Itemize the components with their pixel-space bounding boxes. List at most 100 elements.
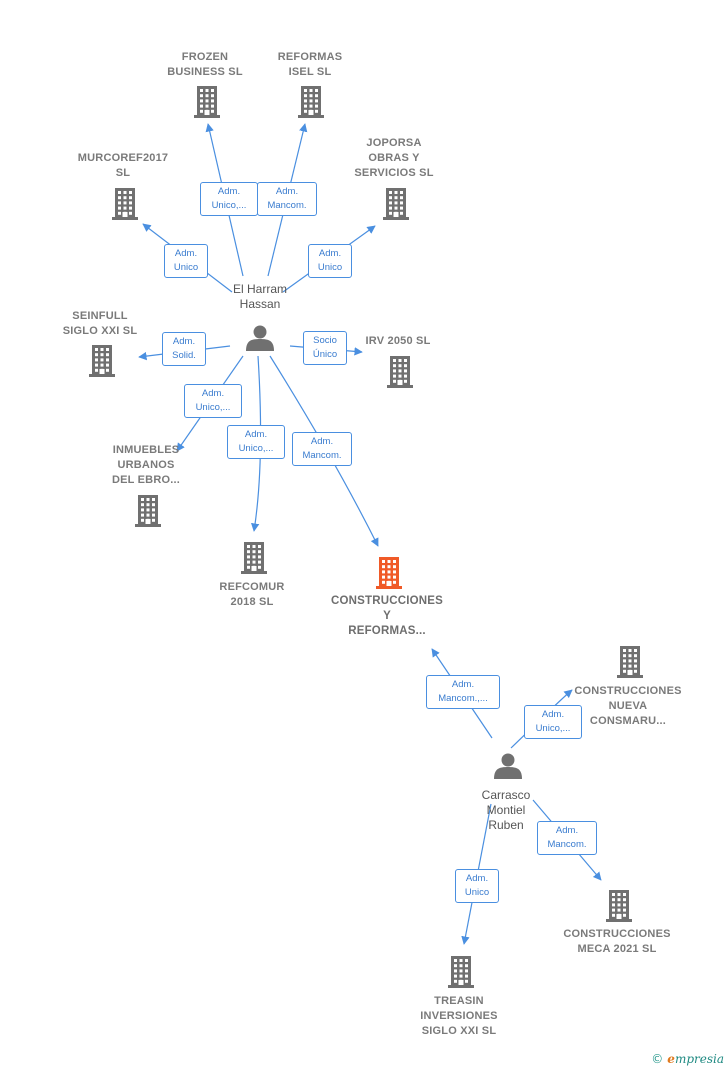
building-icon-c_inmuebles[interactable] bbox=[135, 495, 161, 527]
building-icon-c_construcciones_reformas[interactable] bbox=[376, 557, 402, 589]
edge-label-e1[interactable]: Adm. Unico,... bbox=[200, 182, 258, 216]
node-label-line: BUSINESS SL bbox=[167, 66, 243, 78]
edge-label-line: Adm. bbox=[555, 825, 579, 836]
edge-label-line: Solid. bbox=[172, 350, 196, 361]
edge-label-e13[interactable]: Adm. Unico bbox=[455, 869, 499, 903]
edge-label-e3[interactable]: Adm. Unico bbox=[164, 244, 208, 278]
node-label-line: Hassan bbox=[239, 297, 281, 311]
node-label-c_irv[interactable]: IRV 2050 SL bbox=[366, 334, 431, 349]
person-icon-p2[interactable] bbox=[494, 753, 522, 780]
edge-label-line: Adm. bbox=[541, 709, 565, 720]
node-label-c_refcomur[interactable]: REFCOMUR 2018 SL bbox=[219, 580, 284, 610]
edge-label-e11[interactable]: Adm. Unico,... bbox=[524, 705, 582, 739]
building-icon-c_joporsa[interactable] bbox=[383, 188, 409, 220]
edge-label-line: Adm. bbox=[174, 248, 198, 259]
edge-label-line: Adm. bbox=[451, 679, 475, 690]
edge-label-line: Unico bbox=[173, 262, 199, 273]
node-label-line: INMUEBLES bbox=[112, 444, 180, 456]
edge-label-e12[interactable]: Adm. Mancom. bbox=[537, 821, 597, 855]
building-icon-c_meca[interactable] bbox=[606, 890, 632, 922]
edge-label-e9[interactable]: Adm. Mancom. bbox=[292, 432, 352, 466]
building-icon-c_frozen[interactable] bbox=[194, 86, 220, 118]
node-label-line: FROZEN bbox=[181, 51, 229, 63]
building-icon-c_treasin[interactable] bbox=[448, 956, 474, 988]
edge-label-line: Unico bbox=[317, 262, 343, 273]
node-label-line: SEINFULL bbox=[72, 310, 128, 322]
node-label-line: MECA 2021 SL bbox=[577, 943, 657, 955]
edge-label-e7[interactable]: Adm.Unico,... bbox=[184, 384, 242, 418]
edge-label-line: Unico bbox=[464, 887, 490, 898]
brand-logo: ©empresia bbox=[651, 1052, 724, 1066]
node-label-line: REFORMAS bbox=[277, 51, 343, 63]
edge-label-line: Mancom. bbox=[547, 839, 587, 850]
edge-label-line: Unico,... bbox=[195, 402, 231, 413]
edge-label-line: Adm. bbox=[310, 436, 334, 447]
node-label-line: DEL EBRO... bbox=[111, 474, 181, 486]
edge-label-line: Adm. bbox=[217, 186, 241, 197]
node-label-line: INVERSIONES bbox=[420, 1010, 498, 1022]
edge-label-line: Mancom. bbox=[267, 200, 307, 211]
node-label-line: Y bbox=[383, 610, 391, 622]
edge-label-line: Unico,... bbox=[535, 723, 571, 734]
brand-name: mpresia bbox=[674, 1052, 724, 1066]
node-label-line: Ruben bbox=[488, 818, 524, 832]
edge-label-line: Adm. bbox=[465, 873, 489, 884]
node-label-c_isel[interactable]: REFORMAS ISEL SL bbox=[278, 50, 343, 80]
node-label-line: CONSTRUCCIONES bbox=[574, 685, 682, 697]
node-label-line: URBANOS bbox=[117, 459, 175, 471]
node-label-line: ISEL SL bbox=[288, 66, 332, 78]
node-label-line: SERVICIOS SL bbox=[354, 167, 434, 179]
node-label-line: REFCOMUR bbox=[219, 581, 285, 593]
edge-label-line: Mancom. bbox=[302, 450, 342, 461]
node-label-line: CONSTRUCCIONES bbox=[563, 928, 671, 940]
node-label-line: IRV 2050 SL bbox=[365, 335, 431, 347]
node-label-line: Montiel bbox=[486, 803, 526, 817]
building-icon-c_isel[interactable] bbox=[298, 86, 324, 118]
edge-label-line: Adm. bbox=[244, 429, 268, 440]
node-label-c_nueva[interactable]: CONSTRUCCIONES NUEVA CONSMARU... bbox=[574, 684, 681, 729]
icons-layer bbox=[89, 86, 643, 988]
node-label-line: TREASIN bbox=[434, 995, 484, 1007]
edge-label-line: Socio bbox=[313, 335, 337, 346]
copyright-icon: © bbox=[651, 1052, 664, 1066]
node-label-line: OBRAS Y bbox=[368, 152, 420, 164]
person-icon-p1[interactable] bbox=[246, 325, 274, 352]
edge-label-e5[interactable]: Adm. Solid. bbox=[162, 332, 206, 366]
edge-label-line: Adm. bbox=[275, 186, 299, 197]
edge-label-line: Unico,... bbox=[238, 443, 274, 454]
edge-label-e4[interactable]: Adm. Unico bbox=[308, 244, 352, 278]
edge-label-e10[interactable]: Adm. Mancom.,... bbox=[426, 675, 500, 709]
building-icon-c_nueva[interactable] bbox=[617, 646, 643, 678]
building-icon-c_irv[interactable] bbox=[387, 356, 413, 388]
node-label-c_inmuebles[interactable]: INMUEBLES URBANOS DEL EBRO... bbox=[112, 443, 180, 488]
building-icon-c_seinfull[interactable] bbox=[89, 345, 115, 377]
edge-label-e2[interactable]: Adm. Mancom. bbox=[257, 182, 317, 216]
edge-label-line: Unico,... bbox=[211, 200, 247, 211]
node-label-c_joporsa[interactable]: JOPORSA OBRAS Y SERVICIOS SL bbox=[354, 136, 433, 181]
node-label-line: JOPORSA bbox=[366, 137, 422, 149]
edges-layer bbox=[138, 123, 602, 945]
node-label-line: NUEVA bbox=[608, 700, 648, 712]
node-label-line: CONSMARU... bbox=[589, 715, 667, 727]
building-icon-c_murcoref[interactable] bbox=[112, 188, 138, 220]
node-label-line: SIGLO XXI SL bbox=[421, 1025, 497, 1037]
node-label-line: MURCOREF2017 bbox=[77, 152, 169, 164]
node-label-c_seinfull[interactable]: SEINFULL SIGLO XXI SL bbox=[63, 309, 138, 339]
node-label-c_frozen[interactable]: FROZEN BUSINESS SL bbox=[167, 50, 243, 80]
node-label-c_treasin[interactable]: TREASIN INVERSIONES SIGLO XXI SL bbox=[420, 994, 497, 1039]
node-label-line: SIGLO XXI SL bbox=[62, 325, 138, 337]
edge-label-line: Mancom.,... bbox=[438, 693, 488, 704]
edge-label-line: Adm. bbox=[318, 248, 342, 259]
node-label-line: SL bbox=[115, 167, 131, 179]
node-label-line: 2018 SL bbox=[230, 596, 274, 608]
edge-label-e8[interactable]: Adm. Unico,... bbox=[227, 425, 285, 459]
node-label-c_meca[interactable]: CONSTRUCCIONES MECA 2021 SL bbox=[563, 927, 670, 957]
building-icon-c_refcomur[interactable] bbox=[241, 542, 267, 574]
node-label-line: REFORMAS... bbox=[348, 625, 426, 637]
edge-label-line: Adm. bbox=[172, 336, 196, 347]
